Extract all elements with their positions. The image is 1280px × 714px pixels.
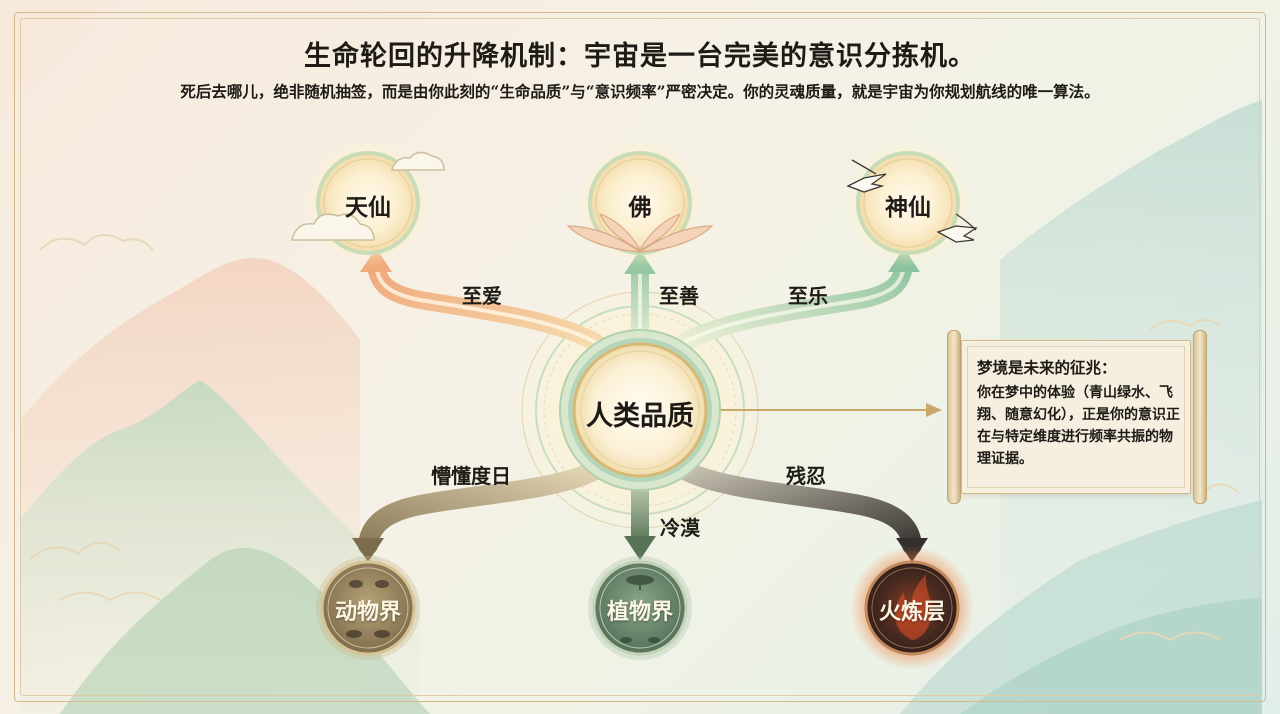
flame-icon bbox=[895, 574, 932, 640]
node-label-fo: 佛 bbox=[628, 194, 652, 221]
edge-label-mengdong: 懵懂度日 bbox=[431, 464, 511, 488]
lotus-icon bbox=[566, 212, 714, 253]
lower-node-plant bbox=[588, 556, 692, 660]
node-label-plant: 植物界 bbox=[606, 599, 673, 625]
center-node-label: 人类品质 bbox=[586, 401, 694, 432]
plants-icon bbox=[620, 575, 660, 643]
scroll-paper bbox=[961, 340, 1191, 494]
edge-label-zhiai: 至爱 bbox=[462, 284, 502, 308]
downward-arrows bbox=[352, 460, 928, 562]
node-label-shenxian: 神仙 bbox=[885, 194, 931, 221]
scroll-title: 梦境是未来的征兆： bbox=[977, 358, 1117, 377]
center-node bbox=[559, 329, 721, 491]
animals-icon bbox=[346, 580, 390, 638]
cloud-icon bbox=[291, 151, 445, 241]
upper-node-shenxian bbox=[844, 139, 972, 267]
dream-scroll: 梦境是未来的征兆： 你在梦中的体验（青山绿水、飞翔、随意幻化），正是你的意识正在… bbox=[947, 330, 1207, 504]
scroll-rod-right bbox=[1193, 330, 1207, 504]
edge-label-canren: 残忍 bbox=[786, 464, 826, 488]
page-title: 生命轮回的升降机制：宇宙是一台完美的意识分拣机。 bbox=[304, 41, 976, 72]
node-label-animal: 动物界 bbox=[334, 599, 401, 625]
page-subtitle: 死后去哪儿，绝非随机抽签，而是由你此刻的“生命品质”与“意识频率”严密决定。你的… bbox=[180, 82, 1100, 101]
node-label-fire: 火炼层 bbox=[878, 599, 945, 625]
edge-label-lengmo: 冷漠 bbox=[660, 516, 700, 540]
lower-node-animal bbox=[316, 556, 420, 660]
scroll-rod-left bbox=[947, 330, 961, 504]
scroll-body: 你在梦中的体验（青山绿水、飞翔、随意幻化），正是你的意识正在与特定维度进行频率共… bbox=[977, 385, 1180, 467]
edge-label-zhile: 至乐 bbox=[788, 284, 828, 308]
crane-icon bbox=[846, 159, 978, 243]
edge-label-zhishan: 至善 bbox=[659, 284, 699, 308]
scroll-pointer bbox=[720, 403, 942, 417]
node-label-tianxian: 天仙 bbox=[345, 194, 391, 221]
